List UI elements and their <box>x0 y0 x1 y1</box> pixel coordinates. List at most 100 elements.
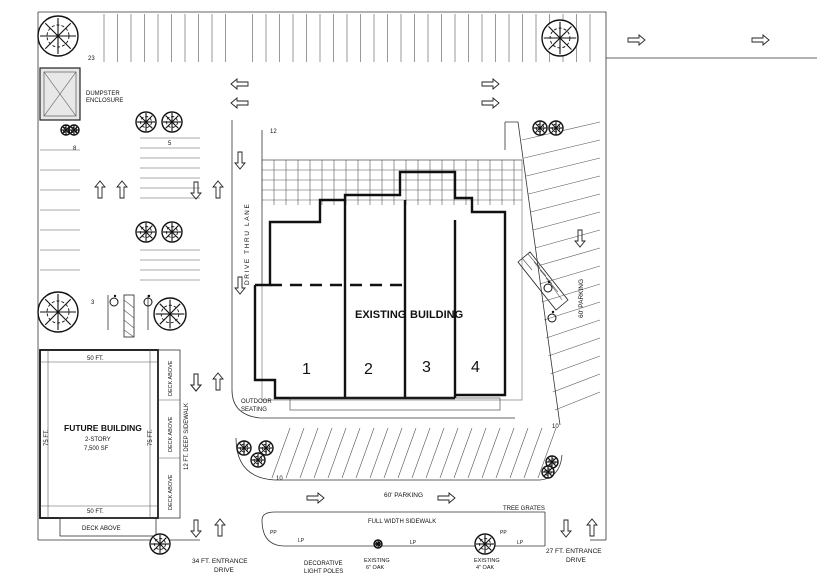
parking-stall-line <box>397 427 417 479</box>
label-lp-2: LP <box>410 540 417 546</box>
tree-icon <box>373 539 383 549</box>
parking-stall-line <box>481 427 501 479</box>
tree-icon <box>532 120 548 136</box>
label-sidewalk-12: 12 FT. DEEP SIDEWALK <box>184 403 190 470</box>
parking-stall-line <box>552 373 601 393</box>
label-parking-60-bottom: 60' PARKING <box>384 492 423 499</box>
accessible-parking-icon <box>543 280 553 293</box>
label-deck-above-2: DECK ABOVE <box>168 416 174 452</box>
parking-stall-line <box>467 427 487 479</box>
label-drive-thru: DRIVE THRU LANE <box>244 203 251 285</box>
parking-stall-line <box>528 175 601 195</box>
label-entrance-34-1: 34 FT. ENTRANCE <box>192 558 248 565</box>
label-entrance-27-2: DRIVE <box>566 557 587 564</box>
label-dim-50-bottom: 50 FT. <box>87 509 104 515</box>
tree-icon <box>37 15 79 57</box>
label-dim-75-left: 75 FT. <box>44 429 50 446</box>
label-unit-3: 3 <box>422 359 431 376</box>
tree-icon <box>250 452 266 468</box>
parking-stall-line <box>355 427 375 479</box>
accessible-symbols <box>109 280 557 323</box>
parking-stall-line <box>341 427 361 479</box>
accessible-parking-icon <box>547 310 557 323</box>
traffic-arrow-icon <box>481 78 500 90</box>
label-space-count-3: 3 <box>91 300 95 306</box>
label-oak2-2: 4" OAK <box>476 565 494 571</box>
label-oak1-2: 6" OAK <box>366 565 384 571</box>
label-building: BUILDING <box>410 309 463 321</box>
tree-icon <box>37 291 79 333</box>
parking-stall-line <box>537 427 557 479</box>
traffic-arrow-icon <box>574 229 586 248</box>
label-unit-2: 2 <box>364 361 373 378</box>
accessible-stall-left <box>107 294 149 338</box>
label-dim-75-right: 75 FT. <box>148 429 154 446</box>
traffic-arrow-icon <box>94 180 106 199</box>
parking-stall-line <box>530 193 601 213</box>
label-dumpster-2: ENCLOSURE <box>86 98 123 104</box>
text-labels: 23 DUMPSTER ENCLOSURE 8 5 12 3 10 10 DRI… <box>44 56 602 575</box>
traffic-arrow-icon <box>190 519 202 538</box>
traffic-arrow-icon <box>306 492 325 504</box>
right-angled-parking <box>521 121 601 411</box>
parking-stall-line <box>425 427 445 479</box>
parking-stall-line <box>537 247 601 267</box>
label-lp-1: LP <box>298 538 305 544</box>
label-tree-grates: TREE GRATES <box>503 506 545 512</box>
label-light-poles-1: DECORATIVE <box>304 561 343 567</box>
label-deck-above-bottom: DECK ABOVE <box>82 526 121 532</box>
parking-stall-line <box>495 427 515 479</box>
label-future-story: 2-STORY <box>85 437 111 443</box>
label-space-count-top: 23 <box>88 56 95 62</box>
label-deck-above-3: DECK ABOVE <box>168 474 174 510</box>
label-pp-2: PP <box>500 530 507 536</box>
tree-icon <box>545 455 559 469</box>
tree-icon <box>60 124 72 136</box>
traffic-arrow-icon <box>230 97 249 109</box>
parking-stall-line <box>299 427 319 479</box>
label-pp-1: PP <box>270 530 277 536</box>
parking-stall-line <box>327 427 347 479</box>
tree-icon <box>149 533 171 555</box>
bottom-parking-curb <box>235 437 563 481</box>
tree-icon <box>161 221 183 243</box>
traffic-arrow-icon <box>234 151 246 170</box>
tree-icon <box>161 111 183 133</box>
bottom-sidewalk <box>261 511 546 547</box>
accessible-aisle-right <box>517 251 569 311</box>
tree-icon <box>135 221 157 243</box>
label-parking-60-right: 60' PARKING <box>578 279 585 318</box>
parking-stall-line <box>524 139 601 159</box>
future-building <box>39 349 181 537</box>
label-unit-4: 4 <box>471 359 480 376</box>
traffic-arrow-icon <box>627 34 646 46</box>
right-parking-curb <box>504 121 561 426</box>
label-existing: EXISTING <box>355 309 406 321</box>
label-deck-above-1: DECK ABOVE <box>168 360 174 396</box>
parking-stall-line <box>546 319 601 339</box>
parking-stall-line <box>548 337 601 357</box>
traffic-arrow-icon <box>190 373 202 392</box>
bottom-angled-parking <box>271 427 557 479</box>
accessible-parking-icon <box>143 294 153 307</box>
traffic-arrow-icon <box>190 373 202 392</box>
label-light-poles-2: LIGHT POLES <box>304 569 343 575</box>
parking-stall-line <box>550 355 601 375</box>
tree-icon <box>548 120 564 136</box>
traffic-arrow-icon <box>437 492 456 504</box>
label-oak1-1: EXISTING <box>364 558 390 564</box>
parking-stall-line <box>535 229 601 249</box>
traffic-arrow-icon <box>234 276 246 295</box>
parking-stall-line <box>543 301 601 321</box>
parking-stall-line <box>313 427 333 479</box>
traffic-arrow-icon <box>751 34 770 46</box>
parking-stall-line <box>532 211 601 231</box>
traffic-arrow-icon <box>214 518 226 537</box>
label-space-count-8: 8 <box>73 146 77 152</box>
tree-icon <box>541 19 579 57</box>
traffic-arrow-icon <box>586 518 598 537</box>
label-outdoor-2: SEATING <box>241 407 267 413</box>
traffic-arrow-icon <box>560 519 572 538</box>
tree-icon <box>541 465 555 479</box>
